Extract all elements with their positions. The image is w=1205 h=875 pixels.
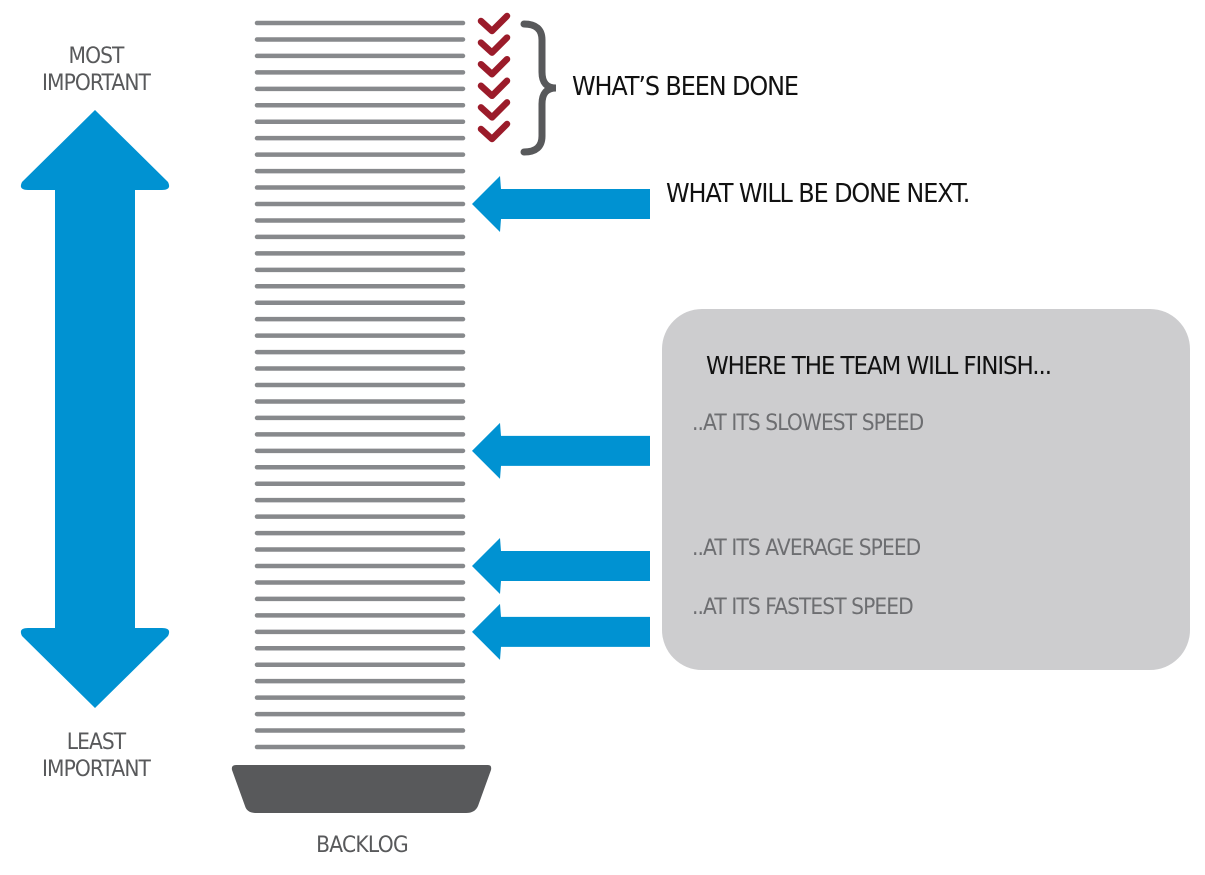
done-label: WHAT’S BEEN DONE (572, 72, 799, 102)
most-important-line1: MOST (68, 44, 125, 69)
least-important-line2: IMPORTANT (41, 757, 151, 782)
fastest-speed-label: ..AT ITS FASTEST SPEED (692, 595, 914, 620)
least-important-label: LEAST IMPORTANT (26, 729, 166, 783)
fastest-arrow-icon (472, 603, 650, 660)
average-arrow-icon (472, 538, 650, 594)
least-important-line1: LEAST (66, 730, 126, 755)
backlog-tray-icon (231, 765, 492, 813)
checkmark-icon (477, 34, 511, 56)
double-arrow-vertical-icon (20, 110, 170, 708)
most-important-label: MOST IMPORTANT (26, 43, 166, 97)
next-arrow-icon (472, 176, 650, 232)
checkmark-icon (477, 77, 511, 100)
curly-brace-icon (520, 20, 557, 156)
average-speed-label: ..AT ITS AVERAGE SPEED (692, 536, 921, 561)
most-important-line2: IMPORTANT (41, 71, 151, 96)
finish-box-title: WHERE THE TEAM WILL FINISH... (706, 351, 1052, 380)
checkmark-icon (477, 55, 511, 78)
checkmark-icon (477, 99, 511, 121)
done-checkmarks (477, 12, 511, 143)
checkmark-icon (477, 120, 511, 143)
slowest-speed-label: ..AT ITS SLOWEST SPEED (692, 411, 924, 436)
backlog-items (254, 20, 466, 750)
backlog-label: BACKLOG (316, 833, 409, 858)
slowest-arrow-icon (472, 422, 650, 479)
finish-forecast-box: WHERE THE TEAM WILL FINISH... ..AT ITS S… (662, 309, 1190, 670)
next-label: WHAT WILL BE DONE NEXT. (666, 179, 970, 209)
pointer-arrows (472, 176, 650, 660)
checkmark-icon (477, 12, 511, 35)
